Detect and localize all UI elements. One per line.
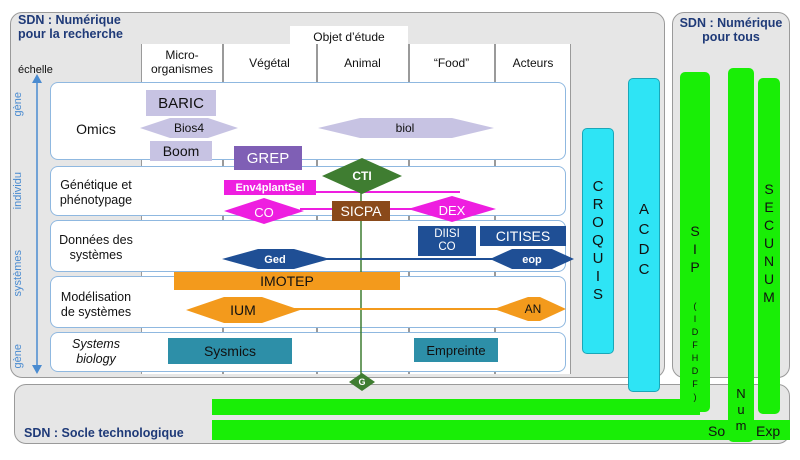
sip-sub-letter: H (691, 353, 699, 363)
socle-bar-lower (212, 420, 790, 440)
sip-sub-letter: F (692, 340, 698, 350)
diisico-box: DIISI CO (418, 226, 476, 256)
dex-label: DEX (438, 202, 466, 218)
croquis-letter: Q (592, 232, 604, 249)
acdc-text: A C D C (628, 200, 660, 280)
empreinte-box: Empreinte (414, 338, 498, 362)
exp-label: Exp (756, 423, 781, 439)
row-label-systems-biology: Systems biology (72, 337, 120, 366)
co-label: CO (254, 204, 274, 220)
sip-sub-letter: F (692, 379, 698, 389)
sip-sub-letter: D (691, 327, 699, 337)
num-letter: m (735, 418, 747, 433)
croquis-letter: I (595, 268, 601, 285)
sysmics-box: Sysmics (168, 338, 292, 364)
num-letter: u (737, 402, 745, 417)
row-label-omics: Omics (76, 121, 116, 137)
sip-text: S I P (680, 222, 710, 276)
ium-label: IUM (230, 302, 256, 318)
num-bar (728, 68, 754, 442)
eop-shape (490, 249, 574, 269)
cti-shape (322, 158, 402, 194)
env4plantsel-box: Env4plantSel (224, 180, 316, 195)
col-header-animal: Animal (344, 56, 381, 70)
col-header-food: “Food” (433, 56, 470, 70)
dex-shape (408, 196, 496, 222)
baric-box: BARIC (146, 90, 216, 116)
bios4-shape (140, 118, 238, 138)
croquis-letter: C (592, 178, 604, 195)
research-panel-title: SDN : Numérique pour la recherche (18, 13, 123, 41)
acdc-bar (628, 78, 660, 392)
secunum-letter: U (763, 235, 775, 251)
sip-sub-letter: ) (693, 392, 697, 402)
col-header-acteurs: Acteurs (512, 56, 554, 70)
num-letter: N (736, 386, 746, 401)
biol-shape (318, 118, 494, 138)
ged-label: Ged (264, 253, 286, 266)
col-header-vegetal: Végétal (249, 56, 290, 70)
sip-bar (680, 72, 710, 412)
object-study-tab (290, 26, 408, 46)
an-label: AN (524, 302, 542, 316)
acdc-letter: A (638, 201, 649, 218)
row-label-modelisation: Modélisation de systèmes (60, 290, 132, 319)
g-shape (349, 373, 375, 391)
all-panel-title: SDN : Numérique pour tous (679, 16, 783, 44)
secunum-bar (758, 78, 780, 414)
eop-label: eop (522, 253, 542, 266)
row-omics (50, 82, 566, 160)
sip-sub-letter: D (691, 366, 699, 376)
secunum-letter: N (763, 253, 775, 269)
croquis-letter: S (592, 286, 603, 303)
citises-box: CITISES (480, 226, 566, 246)
scale-label: échelle (18, 64, 53, 76)
croquis-bar (582, 128, 614, 354)
num-text: N u m (728, 386, 754, 434)
so-label: So (708, 423, 726, 439)
secunum-letter: E (764, 199, 774, 215)
row-label-genetique: Génétique et phénotypage (59, 178, 133, 207)
grep-box: GREP (234, 146, 302, 170)
secunum-letter: M (763, 289, 775, 305)
croquis-text: C R O Q U I S (582, 178, 614, 304)
biol-label: biol (395, 121, 415, 135)
imotep-box: IMOTEP (174, 272, 400, 290)
sip-sub-letter: I (693, 314, 697, 324)
g-label: G (358, 377, 366, 387)
acdc-letter: D (638, 241, 650, 258)
sip-letter: I (693, 241, 697, 257)
cti-label: CTI (352, 169, 372, 183)
co-shape (224, 198, 304, 224)
croquis-letter: O (592, 214, 604, 231)
sip-sub-text: ( I D F H D F ) (680, 300, 710, 404)
sip-sub-letter: ( (693, 301, 697, 311)
object-study-label: Objet d’étude (313, 30, 385, 44)
secunum-letter: S (764, 181, 774, 197)
secunum-text: S E C U N U M (758, 180, 780, 306)
an-shape (494, 297, 566, 321)
ged-shape (222, 249, 330, 269)
bios4-label: Bios4 (173, 121, 205, 135)
sip-letter: P (690, 259, 700, 275)
croquis-letter: R (592, 196, 604, 213)
acdc-letter: C (638, 261, 650, 278)
sicpa-box: SICPA (332, 201, 390, 221)
scale-arrow (32, 74, 42, 374)
secunum-letter: C (763, 217, 775, 233)
secunum-letter: U (763, 271, 775, 287)
croquis-letter: U (592, 250, 604, 267)
socle-panel-title: SDN : Socle technologique (24, 426, 184, 440)
ium-shape (186, 297, 300, 323)
socle-bar-upper (212, 399, 700, 415)
acdc-letter: C (638, 221, 650, 238)
boom-box: Boom (150, 141, 212, 161)
row-label-donnees: Données des systèmes (59, 233, 133, 262)
sip-letter: S (690, 223, 700, 239)
col-header-micro: Micro- organismes (150, 48, 214, 76)
